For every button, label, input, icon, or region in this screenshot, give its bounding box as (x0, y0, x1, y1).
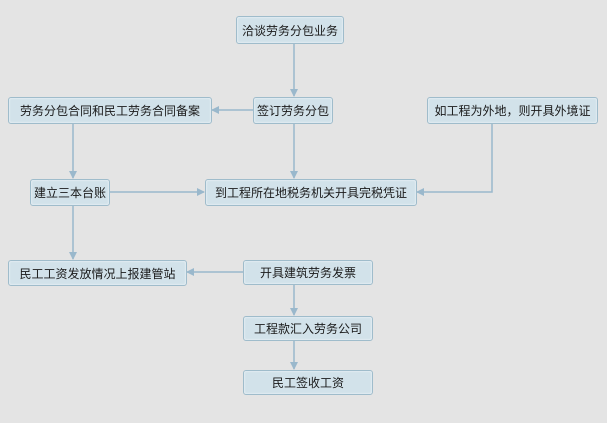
node-tax-certificate: 到工程所在地税务机关开具完税凭证 (205, 179, 417, 206)
node-out-of-region: 如工程为外地，则开具外境证 (427, 97, 598, 124)
node-ledgers: 建立三本台账 (30, 179, 110, 206)
node-wage-report: 民工工资发放情况上报建管站 (8, 260, 187, 286)
node-payment: 工程款汇入劳务公司 (243, 316, 373, 341)
node-wage-receipt: 民工签收工资 (243, 370, 373, 395)
node-invoice: 开具建筑劳务发票 (243, 260, 373, 285)
arrow-outregion-to-tax (416, 124, 493, 196)
node-negotiate: 洽谈劳务分包业务 (236, 16, 344, 44)
node-sign: 签订劳务分包 (253, 97, 333, 124)
node-file-contracts: 劳务分包合同和民工劳务合同备案 (8, 97, 212, 124)
